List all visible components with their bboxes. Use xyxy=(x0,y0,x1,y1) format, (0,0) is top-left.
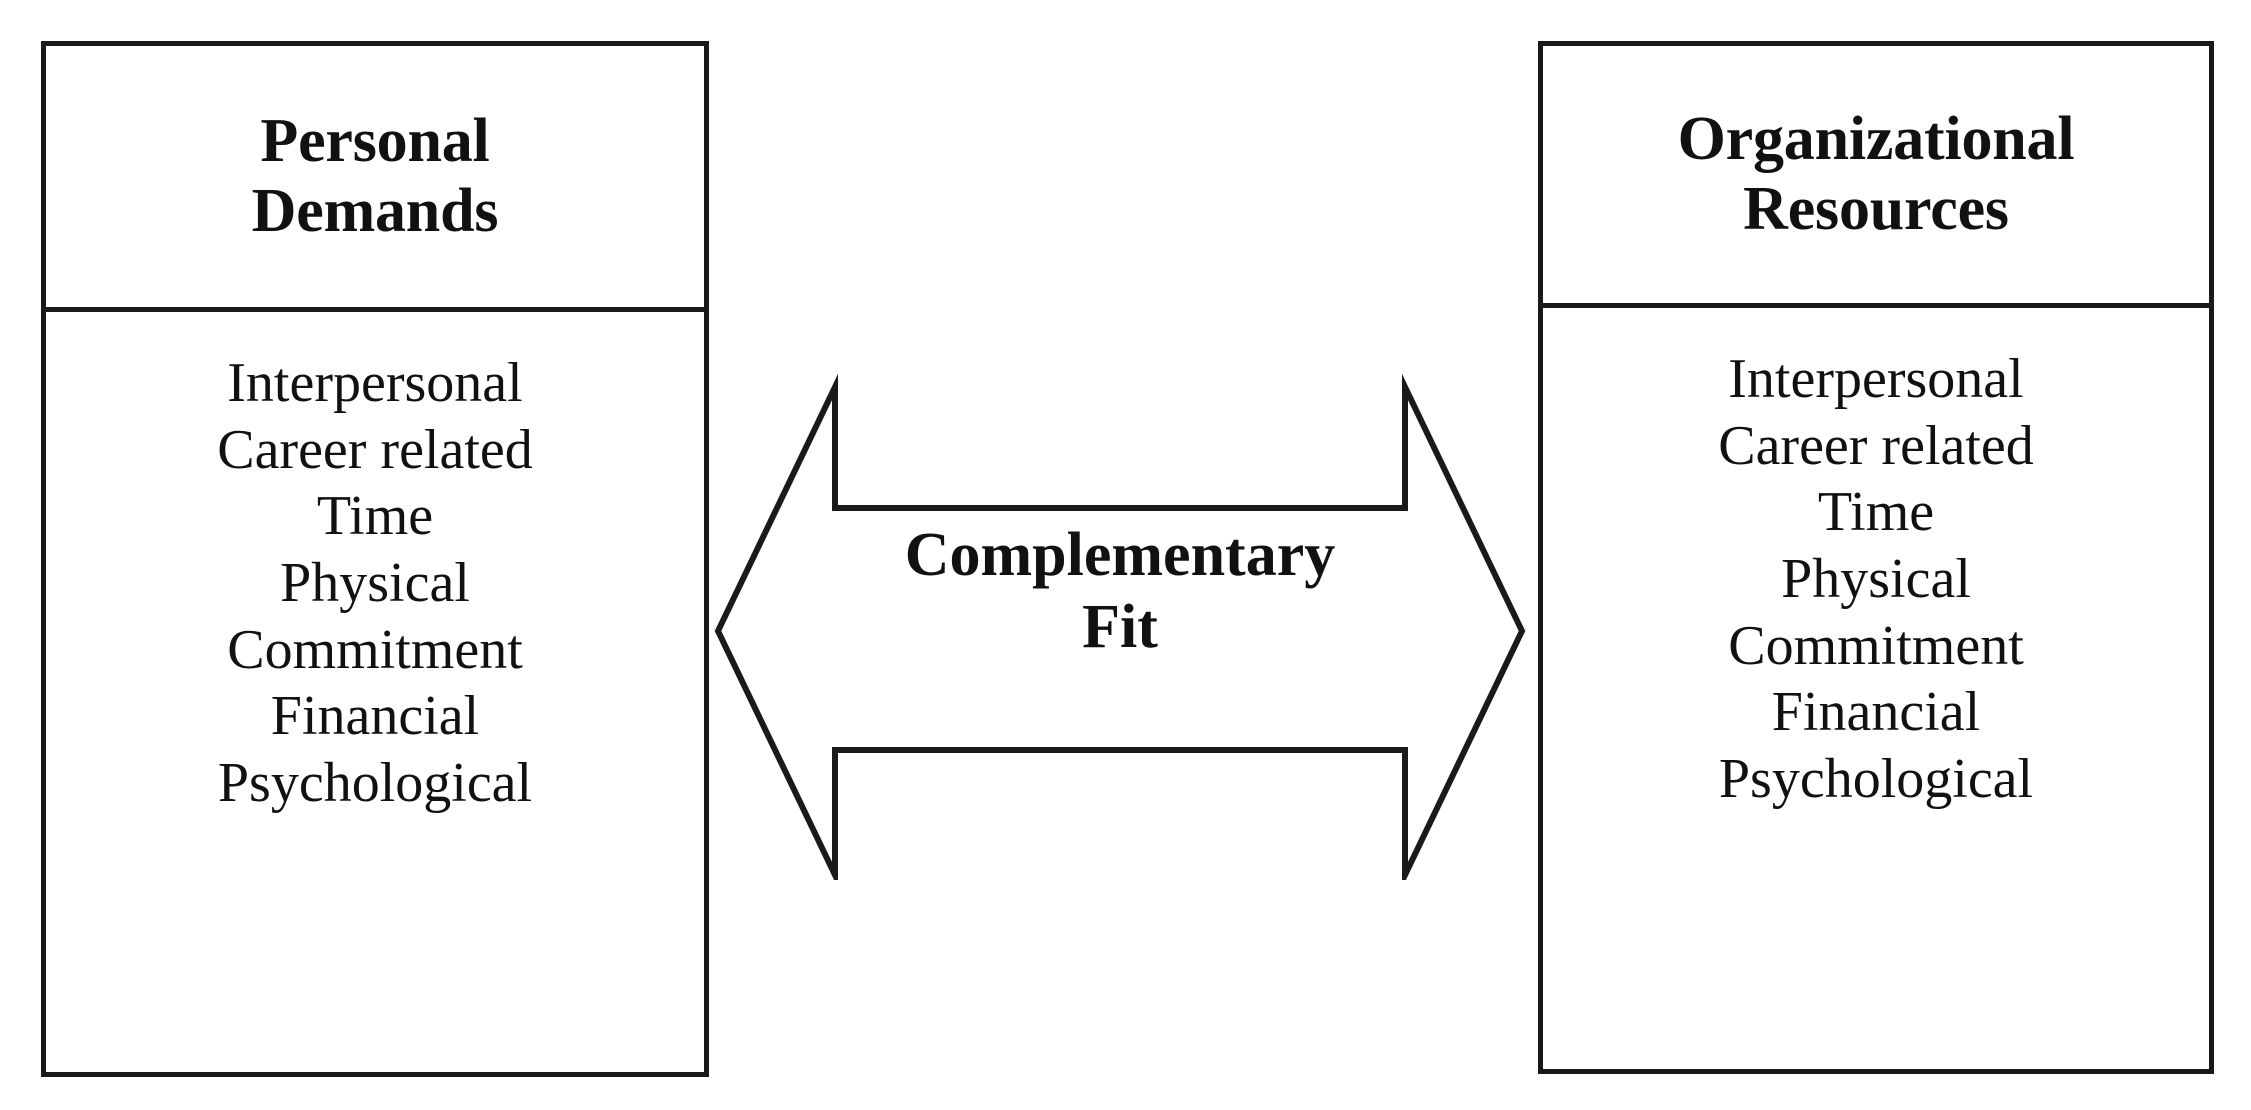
double-headed-arrow-icon xyxy=(714,373,1526,880)
list-item: Interpersonal xyxy=(227,352,523,414)
list-item: Commitment xyxy=(1728,614,2024,677)
complementary-fit-connector xyxy=(700,370,1540,880)
personal-demands-title: Personal Demands xyxy=(242,107,509,246)
personal-demands-panel: Personal Demands Interpersonal Career re… xyxy=(41,41,709,1077)
personal-demands-header: Personal Demands xyxy=(46,46,704,312)
personal-demands-body: Interpersonal Career related Time Physic… xyxy=(46,312,704,1072)
list-item: Physical xyxy=(1781,547,1971,610)
organizational-resources-title: Organizational Resources xyxy=(1668,105,2085,244)
organizational-resources-title-line2: Resources xyxy=(1743,174,2009,243)
organizational-resources-panel: Organizational Resources Interpersonal C… xyxy=(1538,41,2214,1074)
organizational-resources-list: Interpersonal Career related Time Physic… xyxy=(1543,346,2209,812)
list-item: Career related xyxy=(217,418,533,481)
personal-demands-list: Interpersonal Career related Time Physic… xyxy=(46,350,704,816)
personal-demands-title-line2: Demands xyxy=(251,176,499,245)
organizational-resources-title-line1: Organizational xyxy=(1677,105,2075,174)
list-item: Physical xyxy=(280,551,470,614)
list-item: Financial xyxy=(1771,681,1981,744)
list-item: Time xyxy=(316,485,434,548)
list-item: Psychological xyxy=(1718,747,2034,810)
personal-demands-title-line1: Personal xyxy=(260,107,490,176)
list-item: Financial xyxy=(270,685,480,748)
organizational-resources-header: Organizational Resources xyxy=(1543,46,2209,308)
list-item: Psychological xyxy=(217,751,533,814)
list-item: Career related xyxy=(1718,414,2034,477)
list-item: Interpersonal xyxy=(1728,348,2024,410)
list-item: Commitment xyxy=(227,618,523,681)
list-item: Time xyxy=(1817,481,1935,544)
organizational-resources-body: Interpersonal Career related Time Physic… xyxy=(1543,308,2209,1069)
